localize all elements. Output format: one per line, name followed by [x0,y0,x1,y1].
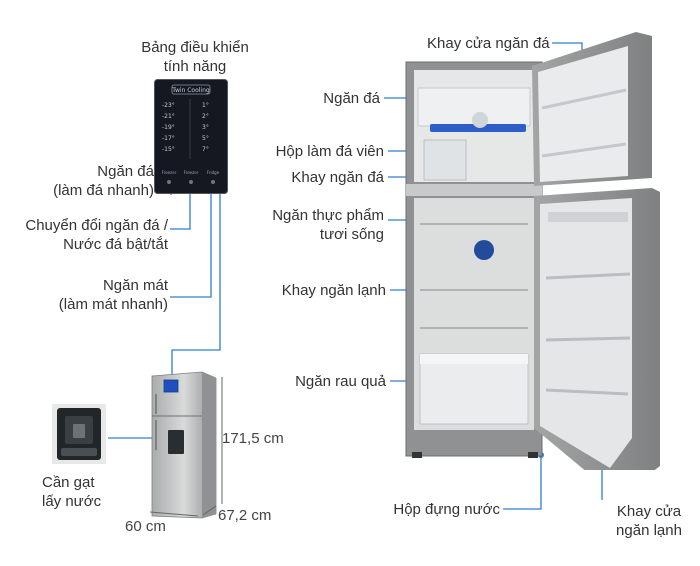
label-ice-maker: Hộp làm đá viên [275,143,384,160]
label-water-tank: Hộp đựng nước [393,501,500,518]
label-mode-switch: Chuyển đổi ngăn đá / Nước đá bật/tắt [25,217,168,253]
fridge-open-view [405,32,660,470]
panel-title: Twin Cooling [171,87,210,94]
label-water-lever: Cần gạt lấy nước [42,474,102,510]
label-control-panel: Bảng điều khiển tính năng [141,39,249,75]
label-freezer-door-tray: Khay cửa ngăn đá [427,35,550,52]
panel-button-3: Fridge [207,170,220,175]
label-fast-freeze: Ngăn đá (làm đá nhanh) [53,163,154,199]
panel-button-2: Freezer [184,170,199,175]
small-panel-highlight [163,379,179,393]
panel-fridge-temp: 2° [202,113,209,120]
panel-freezer-temp: -17° [162,135,175,142]
dim-width: 60 cm [125,518,166,535]
dim-height: 171,5 cm [222,430,284,447]
panel-button-1: Freezer [162,170,177,175]
label-fast-cool: Ngăn mát (làm mát nhanh) [58,277,168,313]
panel-freezer-temp: -15° [162,146,175,153]
label-fresh-food: Ngăn thực phẩm tươi sống [272,207,384,243]
panel-freezer-temp: -21° [162,113,175,120]
panel-fridge-temp: 7° [202,146,209,153]
panel-freezer-temp: -19° [162,124,175,131]
fridge-front-view [151,371,217,519]
label-crisper: Ngăn rau quả [295,373,386,390]
label-fridge-shelf: Khay ngăn lạnh [281,282,386,299]
panel-fridge-temp: 5° [202,135,209,142]
control-panel-display: Twin Cooling -23° 1° -21° 2° -19° 3° -17° 5° -15… [154,79,228,194]
label-fridge-door-tray: Khay cửa ngăn lạnh [616,503,682,539]
panel-fridge-temp: 1° [202,102,209,109]
water-dispenser-closeup [52,404,106,464]
panel-fridge-temp: 3° [202,124,209,131]
label-freezer: Ngăn đá [323,90,380,107]
dim-depth: 67,2 cm [218,507,272,524]
label-freezer-tray: Khay ngăn đá [291,169,384,186]
panel-freezer-temp: -23° [162,102,175,109]
